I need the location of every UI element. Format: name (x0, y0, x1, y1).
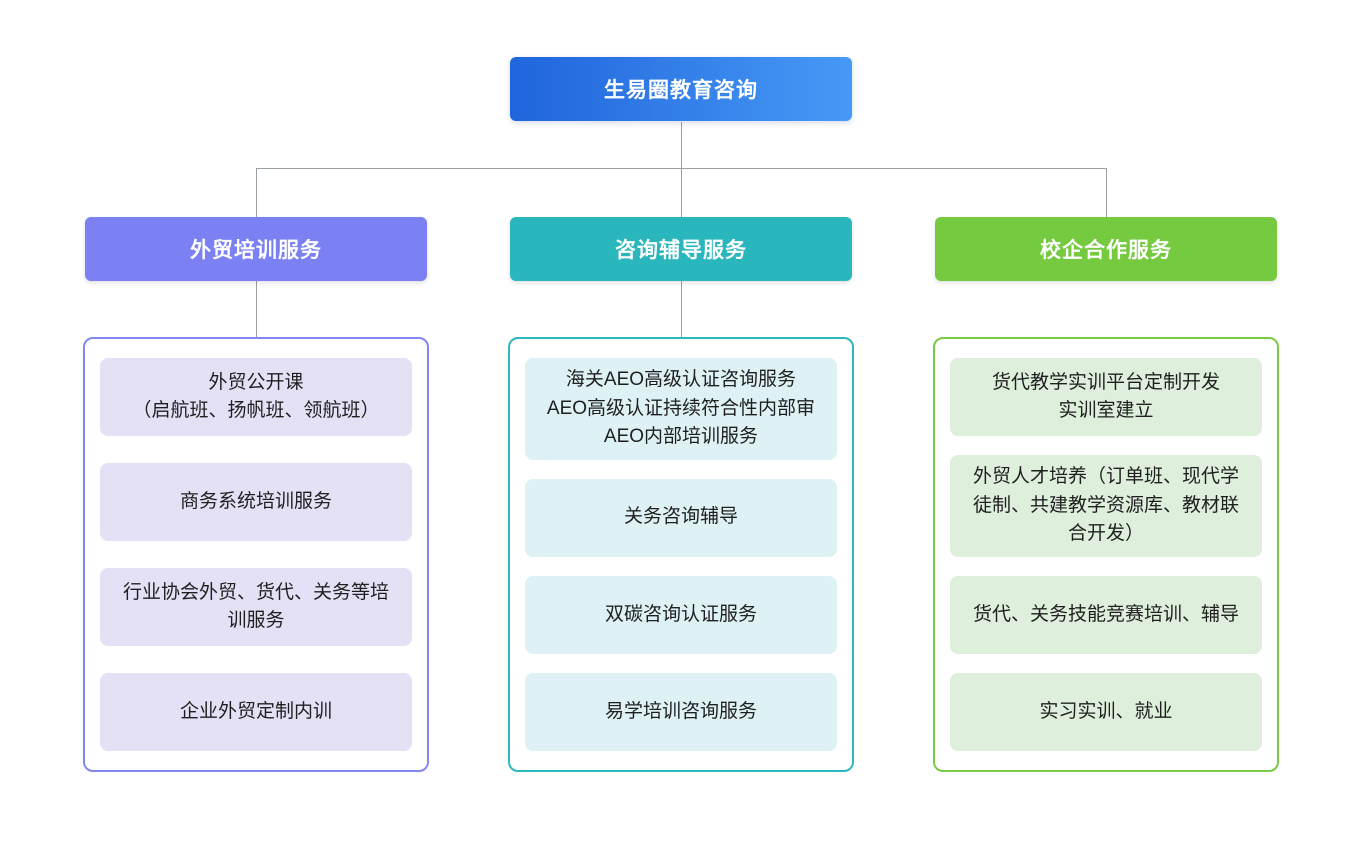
service-item: 海关AEO高级认证咨询服务 AEO高级认证持续符合性内部审 AEO内部培训服务 (525, 358, 837, 460)
connector-branch1-down (256, 168, 257, 218)
connector-branch3-down (1106, 168, 1107, 218)
service-item: 实习实训、就业 (950, 672, 1262, 751)
service-item: 企业外贸定制内训 (100, 673, 412, 751)
service-item: 关务咨询辅导 (525, 478, 837, 557)
service-item: 商务系统培训服务 (100, 463, 412, 541)
connector-branch2-down (681, 168, 682, 218)
service-item: 外贸公开课 （启航班、扬帆班、领航班） (100, 358, 412, 436)
branch-header-school-enterprise: 校企合作服务 (935, 217, 1277, 281)
service-item: 双碳咨询认证服务 (525, 575, 837, 654)
branch-container-school-enterprise: 货代教学实训平台定制开发 实训室建立 外贸人才培养（订单班、现代学徒制、共建教学… (933, 337, 1279, 772)
root-node-label: 生易圈教育咨询 (604, 79, 758, 102)
branch-header-label: 外贸培训服务 (190, 239, 322, 262)
root-node: 生易圈教育咨询 (510, 57, 852, 121)
service-item: 货代、关务技能竞赛培训、辅导 (950, 575, 1262, 654)
service-item: 易学培训咨询服务 (525, 672, 837, 751)
branch-header-consulting-coaching: 咨询辅导服务 (510, 217, 852, 281)
branch-header-foreign-trade-training: 外贸培训服务 (85, 217, 427, 281)
connector-branch2-to-container (681, 281, 682, 337)
connector-root-down (681, 122, 682, 168)
branch-header-label: 校企合作服务 (1040, 239, 1172, 262)
branch-container-consulting-coaching: 海关AEO高级认证咨询服务 AEO高级认证持续符合性内部审 AEO内部培训服务 … (508, 337, 854, 772)
connector-branch1-to-container (256, 281, 257, 337)
service-item: 行业协会外贸、货代、关务等培训服务 (100, 568, 412, 646)
branch-header-label: 咨询辅导服务 (615, 239, 747, 262)
service-item: 货代教学实训平台定制开发 实训室建立 (950, 358, 1262, 436)
branch-container-foreign-trade-training: 外贸公开课 （启航班、扬帆班、领航班） 商务系统培训服务 行业协会外贸、货代、关… (83, 337, 429, 772)
service-item: 外贸人才培养（订单班、现代学徒制、共建教学资源库、教材联合开发） (950, 455, 1262, 557)
